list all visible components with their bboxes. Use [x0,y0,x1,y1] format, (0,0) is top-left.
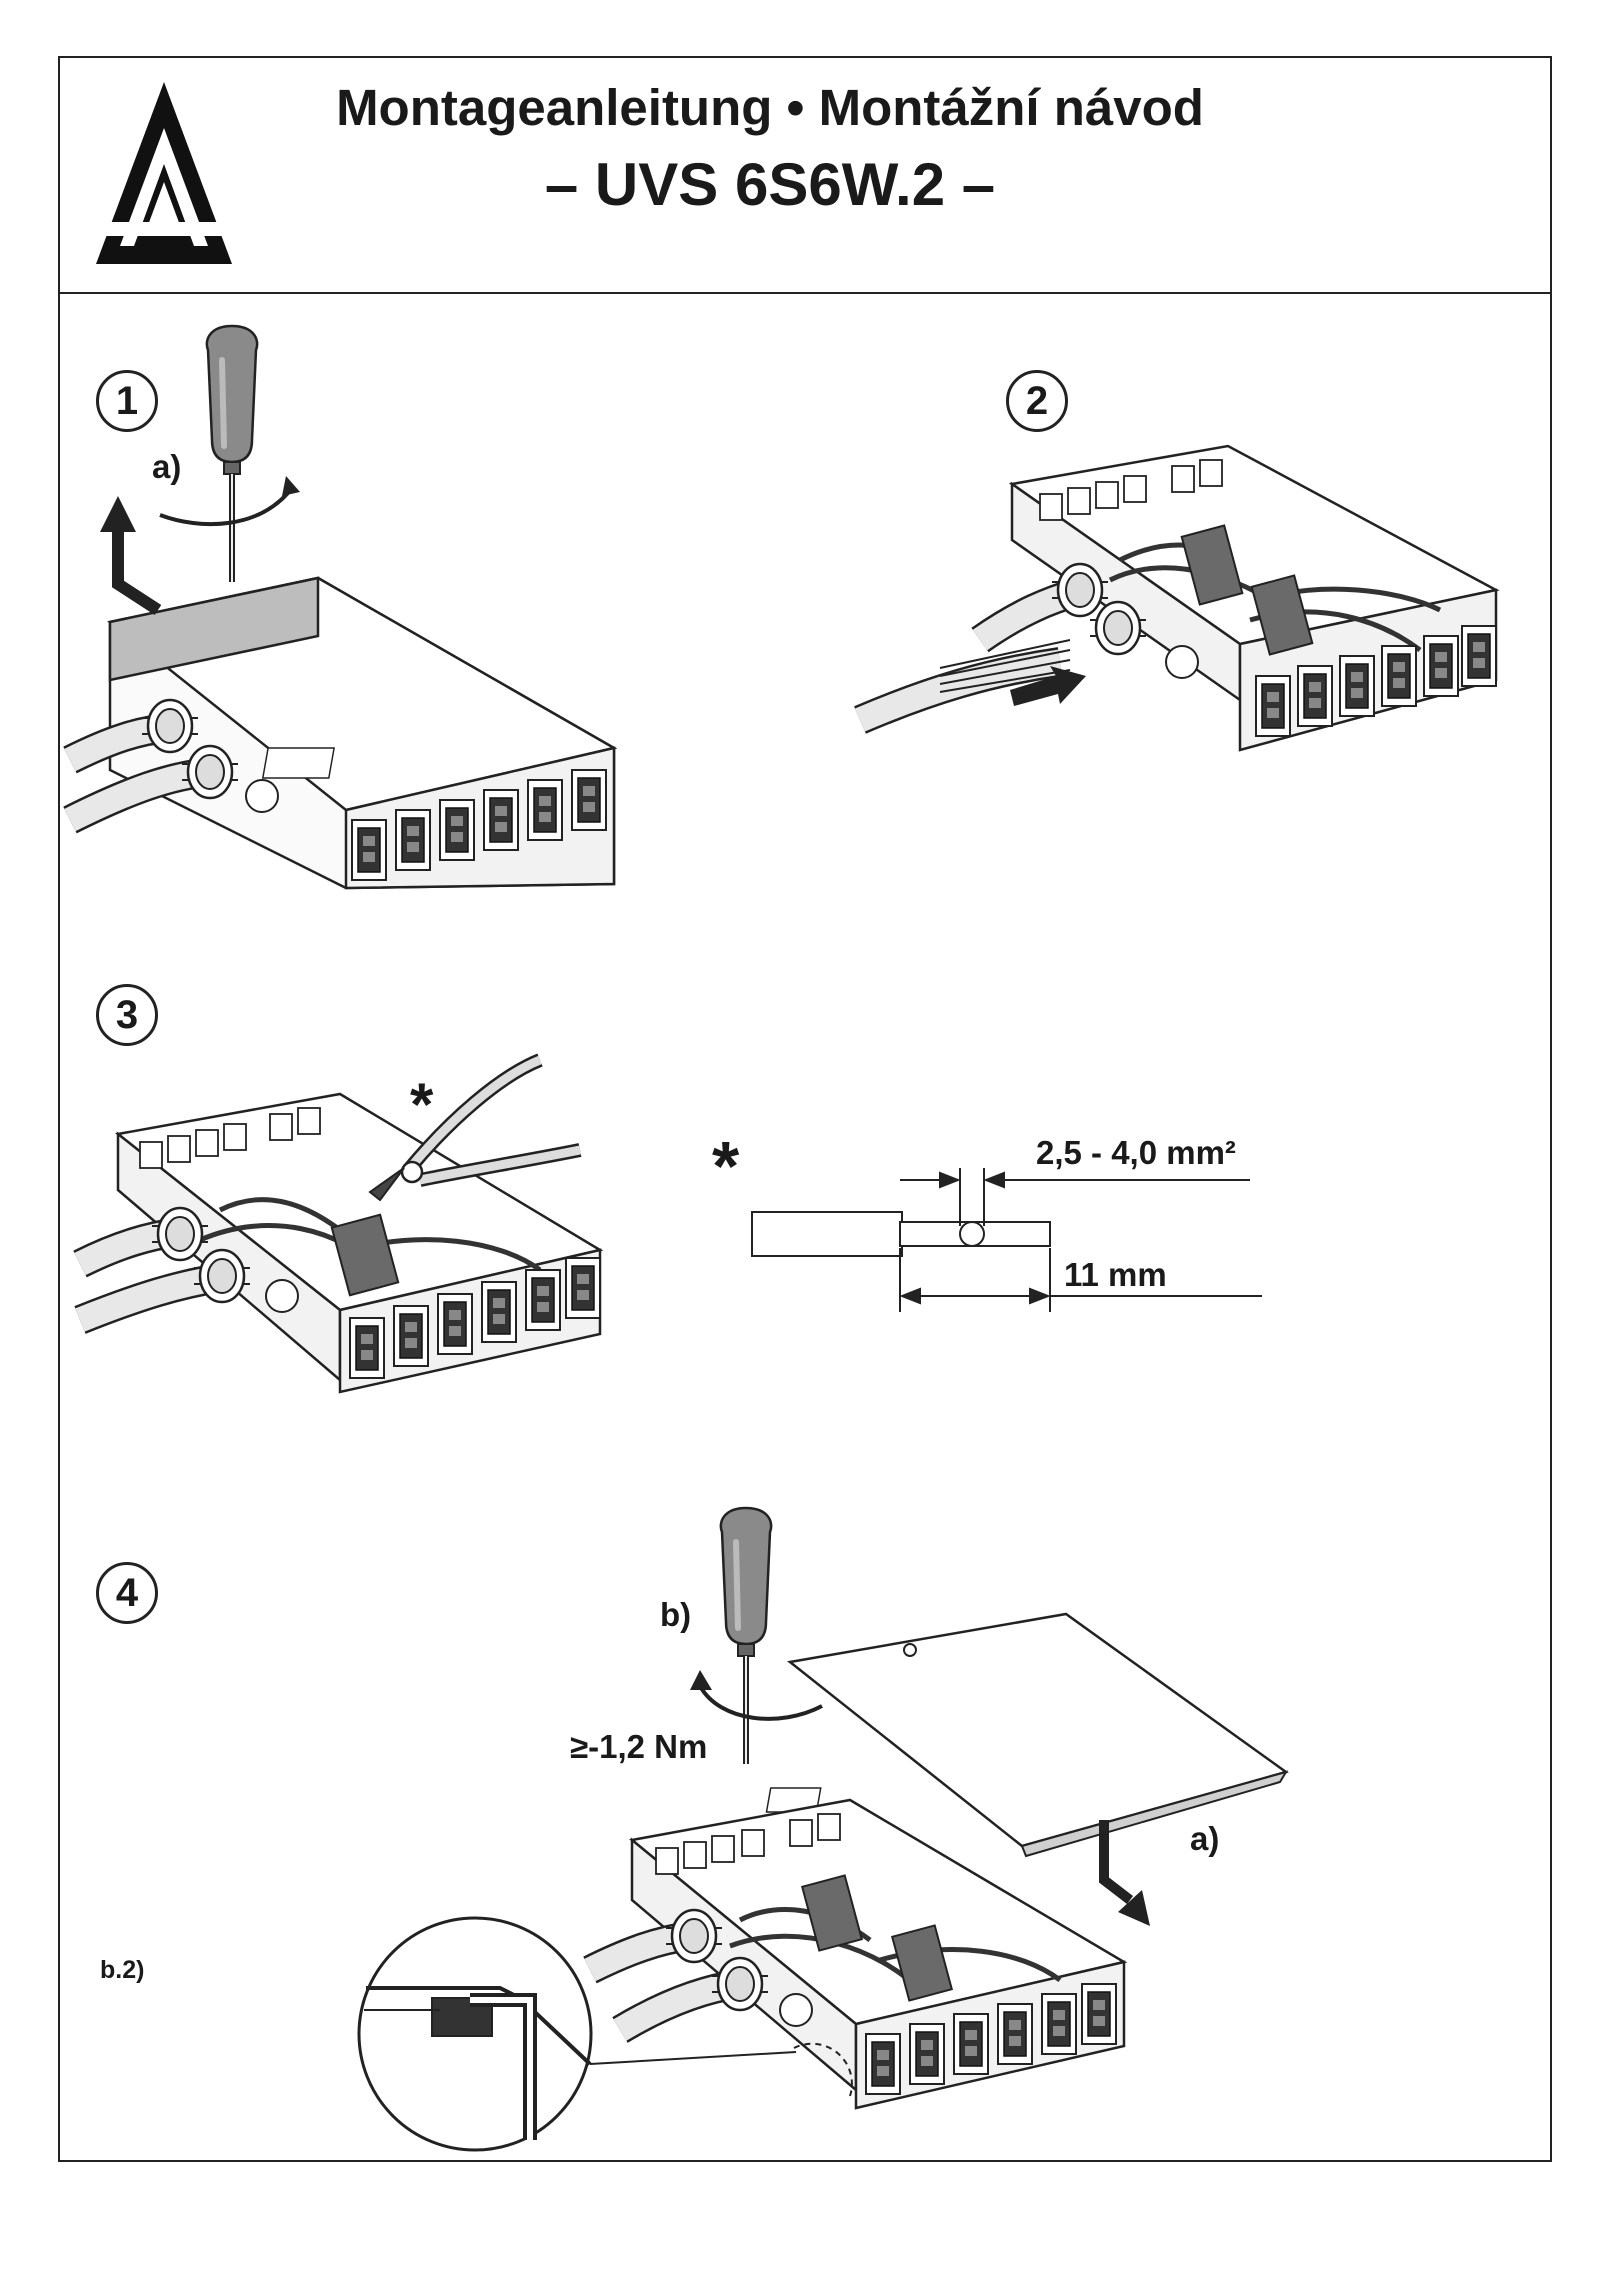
step-2-illustration [854,444,1500,752]
triangle-logo-icon [96,82,232,264]
page-title: Montageanleitung • Montážní návod [336,79,1204,136]
step-3-asterisk: * [410,1071,434,1138]
step-1-number: 1 [96,370,158,432]
torque-label: ≥-1,2 Nm [570,1728,708,1765]
page-header: Montageanleitung • Montážní návod – UVS … [60,58,1550,294]
cover-edge-detail-icon [364,1986,592,2140]
product-title: – UVS 6S6W.2 – [544,151,996,218]
step-3-illustration [73,1053,604,1394]
wire-strip-detail [751,1168,1262,1312]
step-3-number: 3 [96,984,158,1046]
step-4-label-b2: b.2) [100,1956,145,1984]
cross-section-label: 2,5 - 4,0 mm² [1036,1134,1236,1171]
step-4-number: 4 [96,1562,158,1624]
step-4-label-a: a) [1190,1820,1220,1857]
step-1-label-a: a) [152,448,182,485]
step-1-illustration [63,326,618,890]
detail-asterisk: * [712,1127,740,1205]
strip-length-label: 11 mm [1064,1256,1167,1293]
step-4-illustration [357,1508,1289,2152]
step-2-number: 2 [1006,370,1068,432]
step-4-label-b: b) [660,1596,692,1633]
stripping-pliers-icon [368,1053,582,1202]
instruction-sheet: Montageanleitung • Montážní návod – UVS … [58,56,1552,2162]
